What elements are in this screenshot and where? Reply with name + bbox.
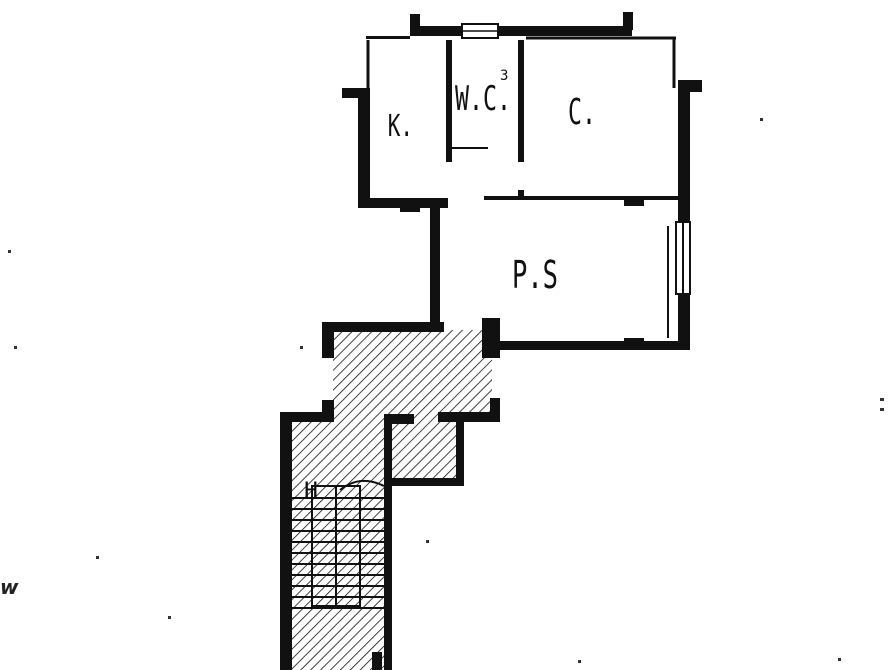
stair-mark: H xyxy=(304,479,318,504)
room-label-kitchen: K. xyxy=(388,109,413,144)
room-label-wc: W.C. xyxy=(455,79,511,119)
scan-specks xyxy=(8,118,884,663)
stair-treads xyxy=(292,479,385,609)
partitions xyxy=(366,23,680,338)
room-label-ps: P.S xyxy=(512,253,558,297)
edge-mark: w xyxy=(0,575,19,599)
walls xyxy=(280,12,702,670)
room-label-c: C. xyxy=(568,92,596,133)
room-label-wc-superscript: 3 xyxy=(500,68,508,84)
labels: K. W.C. 3 C. P.S H w xyxy=(0,68,596,599)
